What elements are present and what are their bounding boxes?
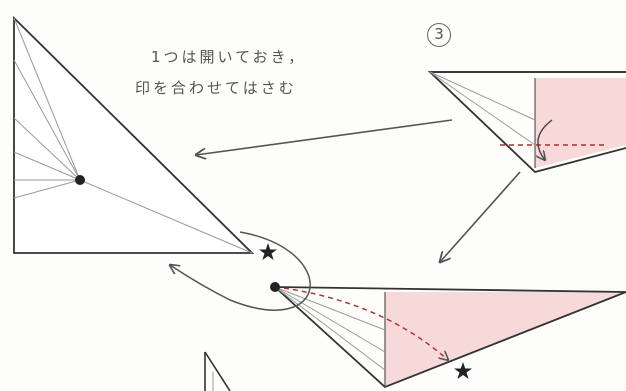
step3-model <box>427 71 626 173</box>
arrow-to-left-model <box>196 119 453 155</box>
dot-mark-bottom <box>270 282 280 292</box>
arrow-to-bottom-model <box>440 171 521 262</box>
instruction-line-2: 印を合わせてはさむ <box>135 79 297 97</box>
left-triangle-model <box>13 15 255 254</box>
instruction-line-1: 1つは開いておき， <box>151 48 307 66</box>
star-mark-bottom <box>454 362 472 379</box>
dot-mark-left <box>75 175 85 185</box>
next-model-partial <box>204 351 231 391</box>
bottom-model <box>274 286 626 389</box>
step-number-badge: 3 <box>427 23 451 47</box>
star-mark-left <box>259 243 277 260</box>
match-marks-arrow <box>170 231 311 311</box>
